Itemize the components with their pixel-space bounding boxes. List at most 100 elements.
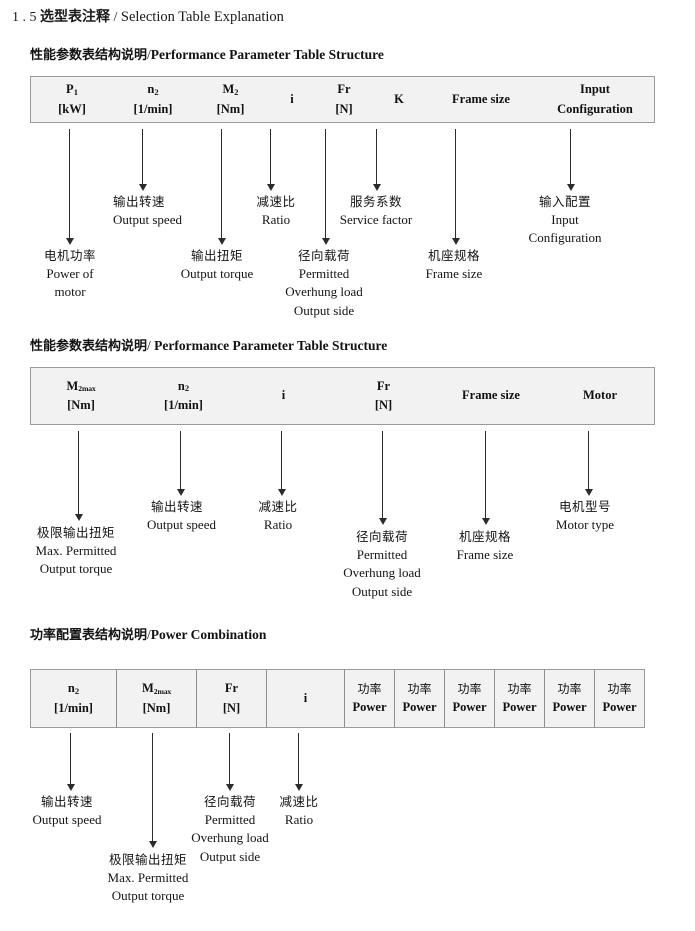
table2-col-m2max: M2max [Nm]	[31, 368, 131, 424]
arrow-overhung-load	[321, 129, 330, 245]
table3-col-power-3-en: Power	[452, 700, 487, 715]
table1-col-frame-size: Frame size	[426, 77, 536, 122]
note-overhung-load-en3: Output side	[293, 302, 355, 318]
page-title: 1 . 5 选型表注释 / Selection Table Explanatio…	[12, 6, 284, 26]
table1-col-configuration-label: Configuration	[557, 101, 633, 116]
table1-col-p1-symbol: P1	[66, 82, 78, 97]
note-max-torque-3-en2: Output torque	[111, 888, 185, 904]
table1-col-i: i	[268, 77, 316, 122]
note-overhung-load-en2: Overhung load	[285, 284, 363, 300]
note-ratio-2-cn: 减速比	[258, 499, 298, 514]
note-overhung-load-2-cn: 径向载荷	[355, 529, 408, 544]
table3-col-power-2: 功率 Power	[394, 670, 444, 727]
note-overhung-load-2-en1: Permitted	[356, 546, 408, 562]
table2-col-n2: n2 [1/min]	[131, 368, 236, 424]
note-motor-type-cn: 电机型号	[558, 499, 611, 514]
table1-col-m2-unit: [Nm]	[216, 101, 245, 116]
note-frame-size: 机座规格 Frame size	[414, 247, 494, 283]
table3-col-power-6-en: Power	[602, 700, 637, 715]
table1-col-input-configuration: Input Configuration	[536, 77, 654, 122]
note-output-torque-en1: Output torque	[180, 265, 254, 281]
arrow-ratio	[266, 129, 275, 191]
table2-col-fr: Fr [N]	[331, 368, 436, 424]
note-max-torque-3-en1: Max. Permitted	[107, 869, 189, 885]
table2-col-frame-size: Frame size	[436, 368, 546, 424]
arrow-frame-size-2	[481, 431, 490, 525]
table3-col-fr: Fr [N]	[196, 670, 266, 727]
section-2-heading-en: Performance Parameter Table Structure	[154, 338, 388, 353]
table1-col-i-symbol: i	[290, 91, 294, 106]
table3-col-power-4: 功率 Power	[494, 670, 544, 727]
note-ratio-3-en1: Ratio	[284, 811, 314, 827]
note-power-of-motor-en2: motor	[54, 284, 86, 300]
table3-col-m2max-unit: [Nm]	[142, 700, 171, 715]
table1-col-fr-symbol: Fr	[337, 82, 351, 97]
arrow-output-speed-2	[176, 431, 185, 496]
table3-col-m2max-symbol: M2max	[141, 681, 172, 696]
section-1-heading-sep: /	[147, 47, 151, 62]
table3-col-power-5: 功率 Power	[544, 670, 594, 727]
table1-col-m2-symbol: M2	[222, 82, 239, 97]
arrow-max-permitted-output-torque-3	[148, 733, 157, 848]
table2-col-i: i	[236, 368, 331, 424]
note-ratio-3-cn: 减速比	[279, 794, 319, 809]
note-service-factor-en1: Service factor	[339, 211, 413, 227]
arrow-motor-type	[584, 431, 593, 496]
arrow-output-torque	[217, 129, 226, 245]
performance-parameter-table-1: P1 [kW] n2 [1/min] M2 [Nm] i Fr [N] K Fr…	[30, 76, 655, 123]
page-title-en: Selection Table Explanation	[120, 9, 284, 25]
note-service-factor-cn: 服务系数	[349, 194, 402, 209]
page-title-cn: 选型表注释	[40, 9, 110, 25]
arrow-ratio-2	[277, 431, 286, 496]
note-output-speed-cn: 输出转速	[113, 194, 166, 209]
note-overhung-load: 径向载荷 Permitted Overhung load Output side	[272, 247, 376, 320]
note-ratio: 减速比 Ratio	[250, 193, 302, 229]
table3-col-power-1-cn: 功率	[357, 681, 382, 696]
note-overhung-load-2-en3: Output side	[351, 583, 413, 599]
table2-col-motor: Motor	[546, 368, 654, 424]
table3-col-power-4-cn: 功率	[507, 681, 532, 696]
table3-col-fr-unit: [N]	[222, 700, 241, 715]
note-power-of-motor: 电机功率 Power of motor	[34, 247, 106, 302]
table3-col-power-5-cn: 功率	[557, 681, 582, 696]
note-input-configuration-cn: 输入配置	[538, 194, 591, 209]
note-overhung-load-2: 径向载荷 Permitted Overhung load Output side	[330, 528, 434, 601]
arrow-max-permitted-output-torque	[74, 431, 83, 521]
table1-col-n2: n2 [1/min]	[113, 77, 193, 122]
section-2-heading: 性能参数表结构说明/ Performance Parameter Table S…	[30, 335, 387, 354]
note-output-torque: 输出扭矩 Output torque	[177, 247, 257, 283]
note-overhung-load-cn: 径向载荷	[297, 248, 350, 263]
note-overhung-load-2-en2: Overhung load	[343, 565, 421, 581]
table3-col-m2max: M2max [Nm]	[116, 670, 196, 727]
note-output-speed-3: 输出转速 Output speed	[22, 793, 112, 829]
note-frame-size-2: 机座规格 Frame size	[445, 528, 525, 564]
table3-col-fr-symbol: Fr	[224, 681, 239, 696]
section-3-heading-cn: 功率配置表结构说明	[30, 628, 148, 643]
table3-col-n2-symbol: n2	[67, 681, 80, 696]
table2-col-n2-symbol: n2	[177, 378, 190, 394]
table1-col-fr-unit: [N]	[335, 101, 353, 116]
note-max-permitted-output-torque-3: 极限输出扭矩 Max. Permitted Output torque	[96, 851, 200, 906]
note-max-torque-cn: 极限输出扭矩	[36, 525, 115, 540]
page-title-separator: /	[113, 10, 118, 25]
table3-col-power-5-en: Power	[552, 700, 587, 715]
section-3-heading-sep: /	[147, 627, 151, 642]
table3-col-power-3-cn: 功率	[457, 681, 482, 696]
note-overhung-load-3-en2: Overhung load	[191, 830, 269, 846]
table1-col-p1: P1 [kW]	[31, 77, 113, 122]
note-max-torque-en1: Max. Permitted	[35, 542, 117, 558]
note-input-configuration: 输入配置 Input Configuration	[520, 193, 610, 248]
note-max-torque-en2: Output torque	[39, 561, 113, 577]
power-combination-table: n2 [1/min] M2max [Nm] Fr [N] i 功率 Power …	[30, 669, 645, 728]
arrow-power-of-motor	[65, 129, 74, 245]
note-ratio-3: 减速比 Ratio	[273, 793, 325, 829]
table3-col-i: i	[266, 670, 344, 727]
arrow-service-factor	[372, 129, 381, 191]
arrow-output-speed-3	[66, 733, 75, 791]
table2-col-i-symbol: i	[281, 388, 286, 403]
arrow-frame-size	[451, 129, 460, 245]
arrow-ratio-3	[294, 733, 303, 791]
table2-col-motor-label: Motor	[582, 388, 617, 403]
table3-col-n2: n2 [1/min]	[31, 670, 116, 727]
